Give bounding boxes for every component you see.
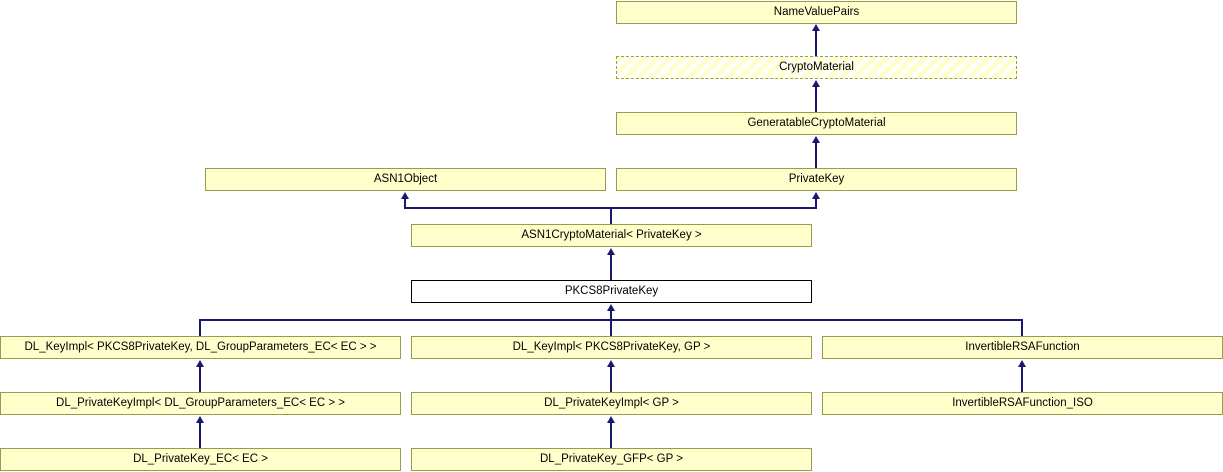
class-node-generatablecryptomaterial[interactable]: GeneratableCryptoMaterial bbox=[616, 112, 1017, 135]
edge-line bbox=[199, 366, 201, 392]
arrow-up-icon bbox=[812, 24, 820, 31]
edge-line bbox=[610, 422, 612, 448]
class-node-dl-privatekey-gfp[interactable]: DL_PrivateKey_GFP< GP > bbox=[411, 448, 812, 471]
edge-line bbox=[1021, 320, 1023, 336]
class-node-dl-keyimpl-ec[interactable]: DL_KeyImpl< PKCS8PrivateKey, DL_GroupPar… bbox=[0, 336, 401, 359]
class-node-asn1cryptomaterial-privatekey[interactable]: ASN1CryptoMaterial< PrivateKey > bbox=[411, 224, 812, 247]
arrow-up-icon bbox=[607, 304, 615, 311]
arrow-up-icon bbox=[1018, 360, 1026, 367]
class-node-dl-privatekeyimpl-gp[interactable]: DL_PrivateKeyImpl< GP > bbox=[411, 392, 812, 415]
arrow-up-icon bbox=[401, 192, 409, 199]
arrow-up-icon bbox=[607, 360, 615, 367]
class-node-dl-privatekeyimpl-ec[interactable]: DL_PrivateKeyImpl< DL_GroupParameters_EC… bbox=[0, 392, 401, 415]
arrow-up-icon bbox=[812, 136, 820, 143]
arrow-up-icon bbox=[196, 416, 204, 423]
arrow-up-icon bbox=[196, 360, 204, 367]
edge-line bbox=[404, 198, 406, 209]
class-node-pkcs8privatekey-current: PKCS8PrivateKey bbox=[411, 280, 812, 303]
arrow-up-icon bbox=[812, 192, 820, 199]
class-node-dl-keyimpl-gp[interactable]: DL_KeyImpl< PKCS8PrivateKey, GP > bbox=[411, 336, 812, 359]
edge-line bbox=[815, 30, 817, 56]
edge-line bbox=[610, 310, 612, 321]
class-node-cryptomaterial: CryptoMaterial bbox=[616, 56, 1017, 79]
edge-line bbox=[610, 254, 612, 280]
edge-line bbox=[1021, 366, 1023, 392]
edge-line bbox=[815, 198, 817, 209]
arrow-up-icon bbox=[607, 416, 615, 423]
class-node-namevaluepairs[interactable]: NameValuePairs bbox=[616, 1, 1017, 24]
edge-line bbox=[610, 366, 612, 392]
arrow-up-icon bbox=[607, 248, 615, 255]
class-node-asn1object[interactable]: ASN1Object bbox=[205, 168, 606, 191]
class-node-privatekey[interactable]: PrivateKey bbox=[616, 168, 1017, 191]
edge-line bbox=[815, 86, 817, 112]
edge-line bbox=[815, 142, 817, 168]
edge-line bbox=[199, 422, 201, 448]
class-node-invertiblersafunction-iso[interactable]: InvertibleRSAFunction_ISO bbox=[822, 392, 1223, 415]
arrow-up-icon bbox=[812, 80, 820, 87]
edge-line bbox=[199, 320, 201, 336]
edge-line bbox=[610, 320, 612, 336]
class-node-dl-privatekey-ec[interactable]: DL_PrivateKey_EC< EC > bbox=[0, 448, 401, 471]
edge-line bbox=[610, 207, 612, 224]
class-node-invertiblersafunction[interactable]: InvertibleRSAFunction bbox=[822, 336, 1223, 359]
